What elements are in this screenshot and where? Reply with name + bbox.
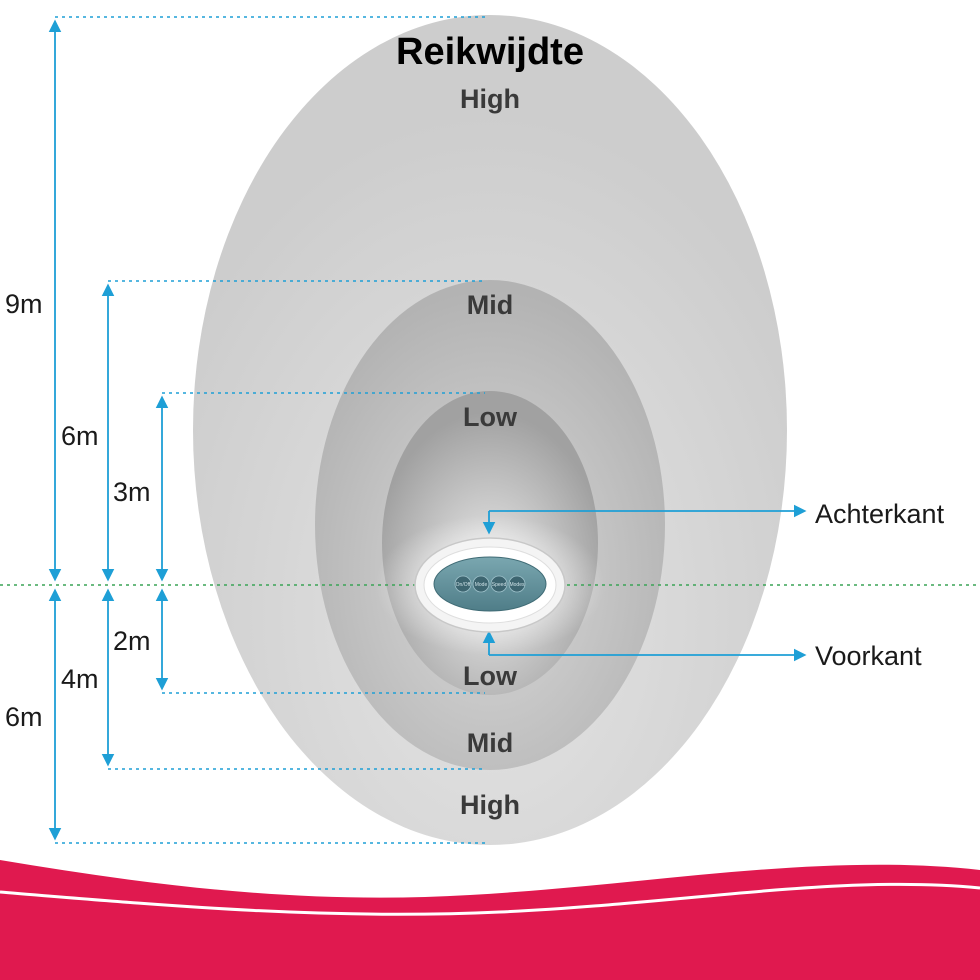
footer-wave-highlight (0, 882, 980, 916)
remote-button-3 (490, 575, 508, 593)
callout-back (482, 504, 807, 535)
label-back-side: Achterkant (815, 499, 945, 529)
diagram-title: Reikwijdte (396, 31, 584, 73)
dim-label-6m-front: 6m (5, 702, 43, 732)
remote-device: On/Off Mode Speed Modes (414, 537, 566, 633)
remote-button-2-label: Mode (475, 582, 488, 588)
dim-label-3m: 3m (113, 477, 151, 507)
label-top-high: High (460, 84, 520, 114)
dimension-arrows (48, 19, 169, 841)
remote-button-1 (454, 575, 472, 593)
remote-button-2 (472, 575, 490, 593)
remote-button-4-label: Modes (509, 582, 525, 588)
remote-screen (433, 556, 547, 612)
remote-button-1-label: On/Off (456, 582, 471, 588)
remote-buttons: On/Off Mode Speed Modes (454, 575, 526, 593)
dim-label-6m-back: 6m (61, 421, 99, 451)
label-bottom-mid: Mid (467, 728, 514, 758)
footer-wave (0, 860, 980, 980)
remote-button-4 (508, 575, 526, 593)
extent-guides (55, 16, 485, 844)
label-bottom-low: Low (463, 661, 518, 691)
remote-button-3-label: Speed (492, 582, 507, 588)
callout-front (482, 630, 807, 662)
dim-label-4m: 4m (61, 664, 99, 694)
dim-label-2m: 2m (113, 626, 151, 656)
dim-label-9m: 9m (5, 289, 43, 319)
label-top-low: Low (463, 402, 518, 432)
label-bottom-high: High (460, 790, 520, 820)
label-top-mid: Mid (467, 290, 514, 320)
label-front-side: Voorkant (815, 641, 922, 671)
